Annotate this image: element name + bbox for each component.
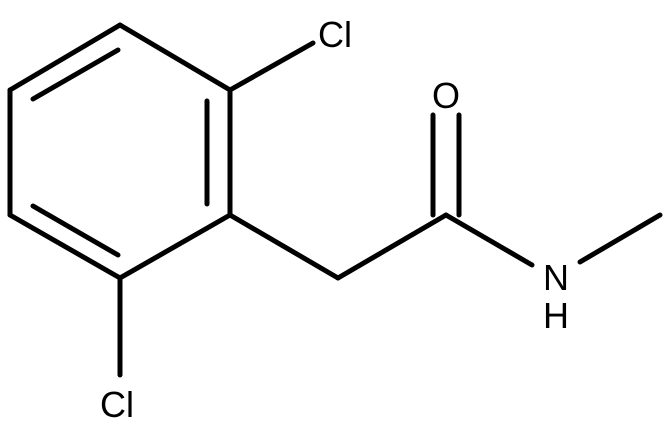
ring-bond (117, 22, 233, 93)
ch2-carbonyl-bond (335, 212, 449, 281)
chlorine-atom-label: Cl (100, 384, 134, 425)
ring-inner-double-bond (30, 47, 121, 102)
ring-bond (117, 212, 233, 281)
ring-bond (7, 212, 123, 281)
nitrogen-methyl-bond (577, 212, 663, 265)
hydrogen-atom-label: H (543, 295, 569, 336)
c-cl-top-bond (227, 40, 316, 93)
ring-ch2-bond (227, 212, 341, 281)
ring-bond (7, 22, 123, 93)
nitrogen-atom-label: N (543, 257, 569, 298)
chlorine-atom-label: Cl (318, 14, 352, 55)
ring-inner-double-bond (30, 203, 121, 258)
carbonyl-nitrogen-bond (443, 212, 535, 268)
oxygen-atom-label: O (432, 75, 460, 116)
